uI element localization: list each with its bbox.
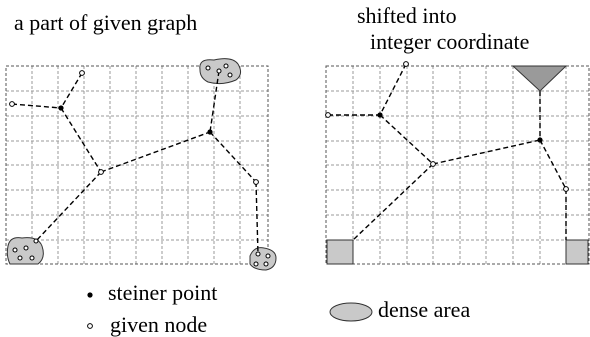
given-node — [9, 101, 15, 107]
given-node — [98, 169, 104, 175]
given-node — [430, 161, 436, 167]
given-node — [17, 255, 23, 261]
given-node — [563, 186, 569, 192]
given-node — [227, 72, 233, 78]
left-edges — [11, 70, 259, 255]
steiner-point-legend-icon — [87, 292, 93, 298]
dense-area-bottom-right — [565, 239, 589, 265]
given-node — [263, 261, 269, 267]
right-grid — [326, 66, 589, 264]
given-node — [216, 68, 222, 74]
dense-area-bottom-right — [249, 247, 277, 271]
given-node — [33, 238, 39, 244]
right-edges — [328, 63, 567, 241]
given-node — [255, 251, 261, 257]
left-panel — [5, 58, 277, 271]
steiner-point — [537, 137, 543, 143]
left-panel-title: a part of given graph — [14, 10, 198, 35]
dense-area-legend-icon — [329, 302, 373, 322]
given-node — [205, 65, 211, 71]
given-node — [253, 261, 259, 267]
left-grid — [6, 66, 268, 264]
steiner-point — [207, 129, 213, 135]
right-panel-title-line1: shifted into — [357, 3, 457, 28]
given-node — [29, 255, 35, 261]
given-node — [223, 63, 229, 69]
right-panel-title-line2: integer coordinate — [370, 29, 530, 54]
dense-area-top-right — [511, 65, 568, 92]
right-nodes — [325, 61, 569, 192]
given-node-legend-icon — [87, 323, 93, 329]
given-node — [253, 179, 259, 185]
left-frame — [5, 65, 269, 265]
legend-steiner-label: steiner point — [108, 280, 218, 305]
right-panel — [325, 61, 590, 265]
given-node — [12, 247, 18, 253]
given-node — [403, 61, 409, 67]
given-node — [79, 70, 85, 76]
dense-area-bottom-left — [326, 239, 354, 265]
legend-dense-label: dense area — [378, 297, 471, 322]
steiner-point — [377, 112, 383, 118]
steiner-point — [58, 105, 64, 111]
right-frame — [325, 65, 590, 265]
given-node — [265, 253, 271, 259]
left-nodes — [9, 63, 271, 267]
given-node — [325, 112, 331, 118]
legend — [87, 292, 373, 329]
legend-given-label: given node — [110, 312, 208, 337]
given-node — [23, 245, 29, 251]
